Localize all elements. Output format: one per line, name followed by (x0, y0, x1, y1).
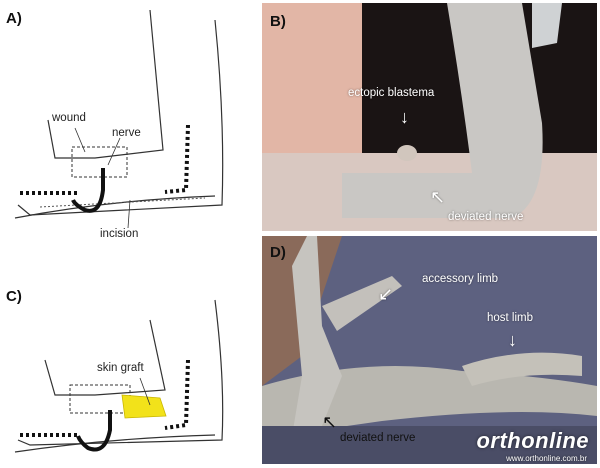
ectopic-blastema-label: ectopic blastema (348, 87, 435, 99)
arrow-blastema: ↓ (400, 107, 409, 127)
watermark-brand: orthonline (476, 428, 589, 453)
panel-b-letter: B) (270, 13, 286, 30)
panel-a-letter: A) (6, 10, 22, 27)
arrow-deviated-nerve-b: ↖ (430, 187, 446, 207)
panel-c-diagram (14, 299, 224, 453)
wound-label: wound (52, 112, 86, 124)
arrow-deviated-nerve-d: ↖ (322, 412, 338, 432)
incision-label: incision (100, 228, 139, 240)
arrow-host-limb: ↓ (508, 330, 517, 350)
skin-graft-label: skin graft (97, 362, 144, 374)
arrow-accessory-limb: ↙ (378, 284, 394, 304)
panel-a-diagram (14, 9, 224, 229)
panel-d-letter: D) (270, 244, 286, 261)
host-limb-label: host limb (487, 312, 534, 324)
accessory-limb-label: accessory limb (422, 273, 499, 285)
deviated-nerve-label-b: deviated nerve (448, 211, 524, 223)
panel-b-photo: B) ectopic blastema ↓ ↖ deviated nerve (262, 3, 597, 231)
deviated-nerve-label-d: deviated nerve (340, 432, 416, 444)
panel-d-photo: D) accessory limb ↙ host limb ↓ ↖ deviat… (262, 236, 597, 464)
panel-c-letter: C) (6, 288, 22, 305)
watermark-url: www.orthonline.com.br (506, 454, 587, 463)
nerve-label-a: nerve (112, 127, 141, 139)
